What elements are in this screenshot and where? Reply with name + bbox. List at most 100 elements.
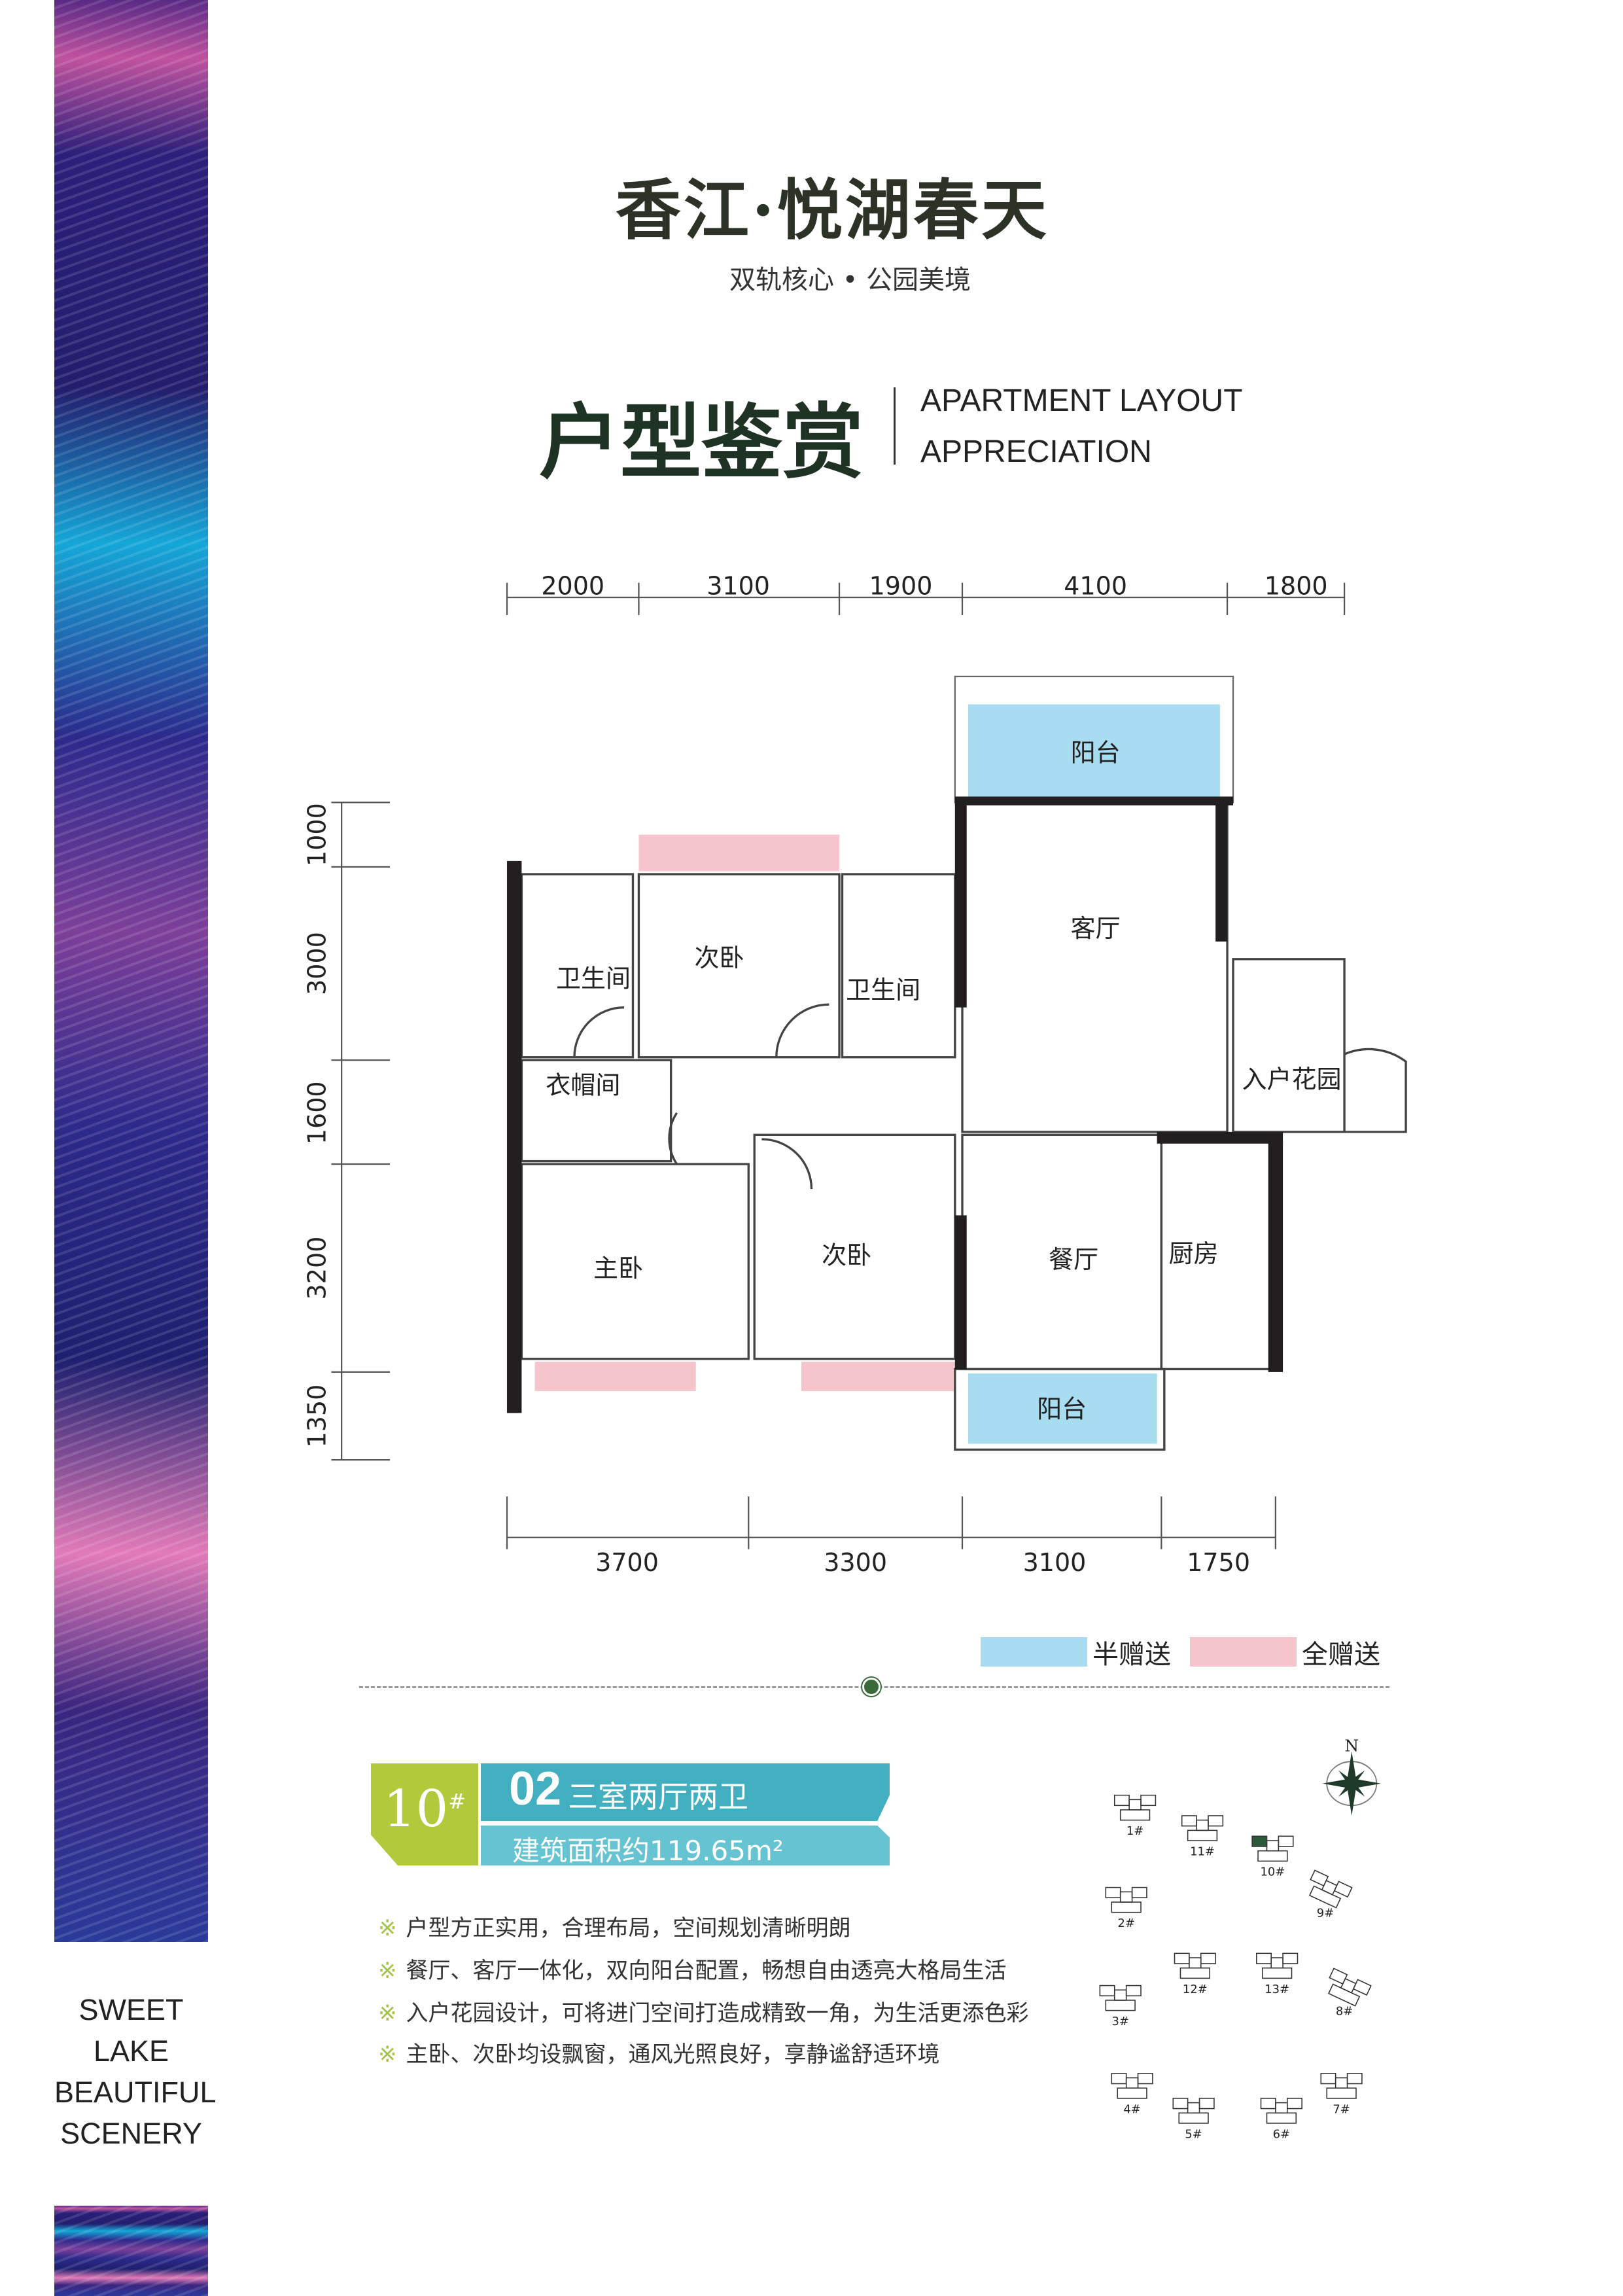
- room-bedroom2: 次卧: [694, 944, 744, 972]
- site-building-label: 5#: [1185, 2127, 1202, 2141]
- site-building-label: 4#: [1123, 2102, 1140, 2116]
- site-building: 5#: [1172, 2098, 1215, 2141]
- unit-area-banner: [481, 1826, 890, 1865]
- site-building: 11#: [1181, 1815, 1224, 1858]
- title-divider: [894, 387, 896, 465]
- decorative-stripe-bottom: [54, 2206, 208, 2296]
- feature-item: ※ 户型方正实用，合理布局，空间规划清晰明朗: [378, 1910, 851, 1942]
- bullet-icon: ※: [378, 1915, 397, 1941]
- site-building-label: 9#: [1317, 1906, 1334, 1920]
- bay-window-top: [638, 834, 840, 872]
- legend-swatch-full: [1190, 1637, 1297, 1667]
- compass-icon: [1322, 1751, 1382, 1816]
- site-building-label: 13#: [1265, 1983, 1289, 1996]
- side-slogan: SWEET LAKE BEAUTIFUL SCENERY: [54, 1989, 217, 2154]
- site-building-label: 3#: [1112, 2015, 1129, 2028]
- building-number-mark: #: [448, 1789, 466, 1814]
- site-building: 6#: [1260, 2098, 1302, 2141]
- slogan-line: BEAUTIFUL: [54, 2075, 217, 2109]
- slogan-line: SCENERY: [60, 2117, 202, 2150]
- title-en-line1: APARTMENT LAYOUT: [920, 383, 1243, 418]
- bay-window-bedroom: [801, 1362, 955, 1391]
- legend-label-half: 半赠送: [1092, 1640, 1171, 1670]
- site-building: 10#: [1251, 1835, 1294, 1879]
- room-entry-garden: 入户花园: [1242, 1065, 1341, 1094]
- dim-top: 1800: [1265, 572, 1328, 601]
- dim-left: 1350: [303, 1385, 332, 1448]
- site-map: 1# 11# 10# 9# 2# 12# 13# 8# 3# 4# 5# 6# …: [1099, 1794, 1372, 2141]
- room-master: 主卧: [593, 1254, 643, 1282]
- page-title: 户型鉴赏: [539, 395, 864, 490]
- dim-bottom: 3100: [1023, 1548, 1087, 1577]
- room-balcony-bottom: 阳台: [1037, 1394, 1087, 1423]
- dim-top: 4100: [1064, 572, 1127, 601]
- site-building-label: 12#: [1183, 1983, 1208, 1996]
- dimension-lines: [331, 582, 1346, 1549]
- site-building-label: 2#: [1117, 1916, 1134, 1930]
- site-building: 7#: [1320, 2073, 1363, 2116]
- divider-dot-icon: [862, 1678, 881, 1696]
- feature-text: 入户花园设计，可将进门空间打造成精致一角，为生活更添色彩: [406, 2000, 1029, 2026]
- decorative-stripe-top: [54, 0, 208, 1942]
- site-building-label: 1#: [1126, 1824, 1143, 1838]
- dim-top: 2000: [541, 572, 604, 601]
- feature-item: ※ 餐厅、客厅一体化，双向阳台配置，畅想自由透亮大格局生活: [378, 1952, 1007, 1985]
- dim-top: 3100: [707, 572, 770, 601]
- building-number-value: 10: [383, 1780, 449, 1839]
- feature-text: 餐厅、客厅一体化，双向阳台配置，畅想自由透亮大格局生活: [406, 1958, 1007, 1984]
- slogan-line: LAKE: [93, 2034, 169, 2068]
- room-balcony-top: 阳台: [1071, 739, 1121, 768]
- balcony-top-area: [968, 704, 1220, 800]
- room-bedroom3: 次卧: [822, 1241, 871, 1269]
- room-living: 客厅: [1071, 914, 1121, 943]
- site-building-label: 7#: [1333, 2102, 1350, 2116]
- site-building: 13#: [1256, 1952, 1299, 1996]
- site-building: 12#: [1174, 1952, 1216, 1996]
- dim-left: 3000: [303, 932, 332, 995]
- site-building-label: 6#: [1273, 2127, 1290, 2141]
- feature-item: ※ 入户花园设计，可将进门空间打造成精致一角，为生活更添色彩: [378, 1995, 1029, 2027]
- slogan-line: SWEET: [79, 1993, 184, 2026]
- unit-type-name: 三室两厅两卫: [568, 1779, 748, 1814]
- title-en-line2: APPRECIATION: [920, 434, 1152, 469]
- room-dining: 餐厅: [1049, 1245, 1098, 1274]
- site-building: 8#: [1327, 1968, 1372, 2018]
- feature-text: 主卧、次卧均设飘窗，通风光照良好，享静谧舒适环境: [406, 2041, 940, 2068]
- balcony-bottom-area: [968, 1373, 1157, 1444]
- brand-logo: 香江·悦湖春天: [616, 171, 1049, 249]
- bullet-icon: ※: [378, 2000, 397, 2026]
- bullet-icon: ※: [378, 1958, 397, 1984]
- dim-left: 1000: [303, 803, 332, 866]
- unit-type-number: 02: [509, 1763, 562, 1815]
- room-bath-right: 卫生间: [846, 976, 920, 1004]
- legend-swatch-half: [981, 1637, 1087, 1667]
- site-building-label: 11#: [1190, 1845, 1215, 1858]
- dim-bottom: 3700: [595, 1548, 659, 1577]
- unit-area: 建筑面积约119.65m²: [512, 1835, 784, 1867]
- site-building-label: 10#: [1261, 1865, 1285, 1879]
- feature-item: ※ 主卧、次卧均设飘窗，通风光照良好，享静谧舒适环境: [378, 2036, 940, 2068]
- bullet-icon: ※: [378, 2041, 397, 2068]
- room-bath-left: 卫生间: [556, 964, 631, 993]
- unit-type-banner: [481, 1763, 890, 1821]
- site-building: 9#: [1308, 1869, 1353, 1920]
- legend-label-full: 全赠送: [1302, 1640, 1380, 1670]
- dim-bottom: 1750: [1187, 1548, 1250, 1577]
- dim-left: 3200: [303, 1237, 332, 1300]
- dim-bottom: 3300: [824, 1548, 887, 1577]
- site-building: 4#: [1111, 2073, 1153, 2116]
- building-number: 10#: [371, 1780, 478, 1839]
- site-building: 1#: [1113, 1794, 1157, 1838]
- thick-walls: [507, 796, 1283, 1413]
- dim-left: 1600: [303, 1081, 332, 1144]
- building-badge: [371, 1763, 478, 1865]
- room-kitchen: 厨房: [1169, 1239, 1219, 1268]
- feature-text: 户型方正实用，合理布局，空间规划清晰明朗: [406, 1915, 851, 1941]
- site-building: 2#: [1105, 1886, 1147, 1930]
- bay-window-master: [534, 1362, 696, 1391]
- dim-top: 1900: [869, 572, 933, 601]
- brand-tagline: 双轨核心 • 公园美境: [729, 265, 971, 295]
- site-building-label: 8#: [1336, 2004, 1353, 2018]
- room-closet: 衣帽间: [546, 1071, 620, 1100]
